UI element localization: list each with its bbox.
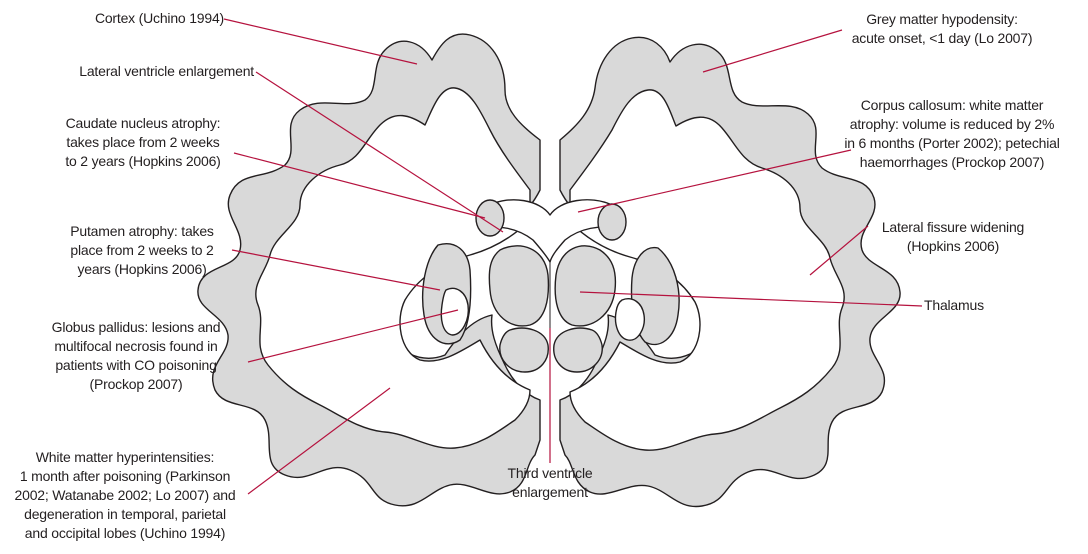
thalamus-left bbox=[489, 246, 548, 326]
leader-grey-matter bbox=[703, 30, 842, 72]
label-lateral-fissure: Lateral fissure widening (Hopkins 2006) bbox=[858, 218, 1048, 256]
label-white-matter: White matter hyperintensities: 1 month a… bbox=[0, 448, 250, 543]
leader-cortex bbox=[224, 19, 417, 64]
globus-pallidus-right bbox=[616, 299, 645, 340]
label-cortex: Cortex (Uchino 1994) bbox=[60, 9, 224, 28]
label-grey-matter: Grey matter hypodensity: acute onset, <1… bbox=[838, 10, 1046, 48]
lower-nuclei-right bbox=[554, 328, 602, 372]
brain-tissue bbox=[198, 34, 900, 507]
label-third-ventricle: Third ventricle enlargement bbox=[480, 464, 620, 502]
label-thalamus: Thalamus bbox=[924, 296, 1044, 315]
lower-nuclei-left bbox=[500, 328, 548, 372]
label-corpus-callosum: Corpus callosum: white matter atrophy: v… bbox=[830, 96, 1074, 172]
label-putamen: Putamen atrophy: takes place from 2 week… bbox=[42, 222, 242, 279]
label-caudate: Caudate nucleus atrophy: takes place fro… bbox=[30, 114, 256, 171]
label-lateral-ventricle: Lateral ventricle enlargement bbox=[40, 62, 254, 81]
thalamus-right bbox=[555, 246, 615, 326]
caudate-right bbox=[598, 204, 626, 240]
label-globus-pallidus: Globus pallidus: lesions and multifocal … bbox=[24, 318, 248, 394]
